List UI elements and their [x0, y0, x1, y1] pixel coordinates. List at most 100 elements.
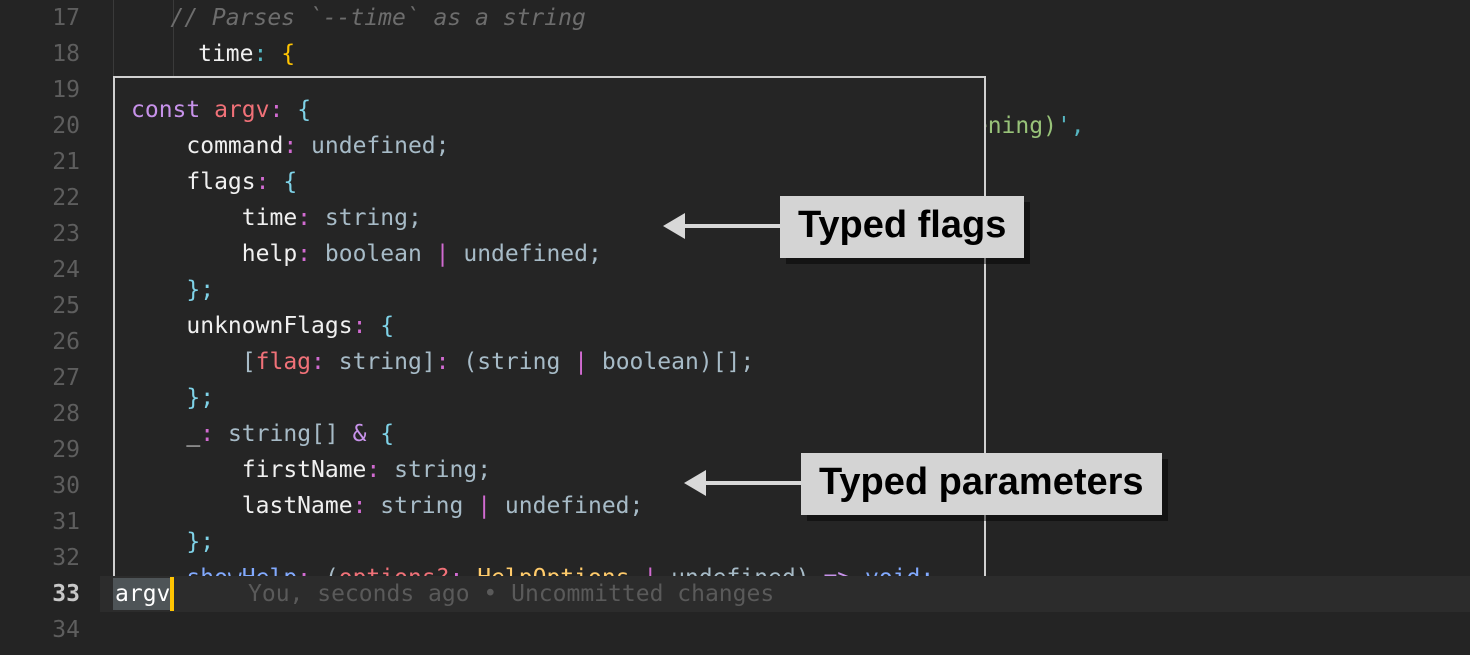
popup-line-9-token-2: : [200, 421, 228, 447]
code-line-17-token-0 [115, 5, 170, 31]
line-number-20: 20 [52, 113, 80, 139]
popup-line-4-token-1: help [241, 241, 298, 267]
line-number-19: 19 [52, 77, 80, 103]
popup-code-line-2: flags: { [131, 164, 297, 200]
popup-line-3-token-2: : [297, 205, 325, 231]
line-number-18: 18 [52, 41, 80, 67]
code-line-18-token-1: time [198, 41, 254, 67]
popup-line-7-token-4: string] [338, 349, 436, 375]
popup-line-11-token-0 [131, 493, 242, 519]
popup-line-7-token-2: flag [255, 349, 312, 375]
popup-line-9-token-6: { [380, 421, 395, 447]
popup-line-10-token-3: string; [394, 457, 492, 483]
popup-code-line-10: firstName: string; [131, 452, 491, 488]
popup-line-0-token-0: const [131, 97, 215, 123]
popup-line-4-token-4: | [435, 241, 450, 267]
line-number-21: 21 [52, 149, 80, 175]
popup-line-11-token-3: string [380, 493, 478, 519]
popup-line-10-token-1: firstName [241, 457, 367, 483]
popup-code-line-8: }; [131, 380, 214, 416]
popup-line-10-token-2: : [366, 457, 395, 483]
popup-line-7-token-8: boolean)[]; [588, 349, 755, 375]
arrow-head-icon [684, 470, 706, 496]
popup-line-6-token-3: { [380, 313, 395, 339]
arrow-shaft [705, 481, 801, 485]
popup-code-line-0: const argv: { [131, 92, 311, 128]
line-number-17: 17 [52, 5, 80, 31]
popup-code-line-3: time: string; [131, 200, 422, 236]
popup-line-9-token-1: _ [186, 421, 201, 447]
popup-line-5-token-0 [131, 277, 186, 303]
popup-line-4-token-0 [131, 241, 242, 267]
selected-token-argv[interactable]: argv [113, 578, 173, 610]
popup-code-line-7: [flag: string]: (string | boolean)[]; [131, 344, 754, 380]
popup-line-4-token-2: : [297, 241, 325, 267]
popup-line-11-token-4: | [477, 493, 492, 519]
popup-code-line-12: }; [131, 524, 214, 560]
popup-line-1-token-2: : [283, 133, 312, 159]
code-line-18-token-4: { [281, 41, 296, 67]
annotation-label-typed-parameters: Typed parameters [801, 453, 1162, 515]
popup-line-8-token-1: }; [186, 385, 215, 411]
popup-line-6-token-2: : [352, 313, 381, 339]
code-line-17: // Parses `--time` as a string [115, 0, 586, 36]
line-number-30: 30 [52, 473, 80, 499]
line-number-23: 23 [52, 221, 80, 247]
popup-line-3-token-0 [131, 205, 242, 231]
popup-line-7-token-7: | [574, 349, 589, 375]
popup-line-1-token-1: command [186, 133, 284, 159]
popup-line-2-token-3: { [283, 169, 298, 195]
text-caret [170, 577, 174, 611]
popup-line-12-token-1: }; [186, 529, 215, 555]
popup-line-0-token-2: : [269, 97, 298, 123]
arrow-shaft [684, 224, 780, 228]
line-number-24: 24 [52, 257, 80, 283]
line-number-27: 27 [52, 365, 80, 391]
popup-code-line-11: lastName: string | undefined; [131, 488, 644, 524]
code-line-18-token-0 [115, 41, 198, 67]
popup-line-5-token-1: }; [186, 277, 215, 303]
popup-line-9-token-0 [131, 421, 186, 447]
popup-code-line-6: unknownFlags: { [131, 308, 394, 344]
popup-line-12-token-0 [131, 529, 186, 555]
popup-line-3-token-3: string; [324, 205, 422, 231]
popup-line-11-token-1: lastName [241, 493, 353, 519]
popup-line-8-token-0 [131, 385, 186, 411]
line-number-26: 26 [52, 329, 80, 355]
popup-line-1-token-3: undefined; [311, 133, 450, 159]
code-line-18-token-2: : [253, 41, 268, 67]
popup-line-7-token-5: : [435, 349, 464, 375]
code-line-20-token-1: ' [1056, 113, 1071, 139]
line-number-31: 31 [52, 509, 80, 535]
popup-line-4-token-3: boolean [324, 241, 436, 267]
popup-line-11-token-5: undefined; [491, 493, 644, 519]
popup-line-9-token-5 [366, 421, 380, 447]
annotation-label-typed-flags: Typed flags [780, 196, 1025, 258]
code-line-18-token-3 [267, 41, 281, 67]
popup-line-7-token-1: [ [241, 349, 256, 375]
popup-line-0-token-3: { [297, 97, 312, 123]
line-number-25: 25 [52, 293, 80, 319]
popup-code-line-5: }; [131, 272, 214, 308]
popup-line-10-token-0 [131, 457, 242, 483]
popup-line-6-token-0 [131, 313, 186, 339]
line-number-33: 33 [52, 581, 80, 607]
code-line-17-token-1: // Parses `--time` as a string [170, 5, 586, 31]
popup-line-0-token-1: argv [214, 97, 270, 123]
popup-line-9-token-3: string[] [227, 421, 353, 447]
git-blame-annotation[interactable]: You, seconds ago • Uncommitted changes [248, 581, 775, 607]
popup-line-3-token-1: time [241, 205, 298, 231]
popup-line-7-token-0 [131, 349, 242, 375]
popup-line-4-token-5: undefined; [449, 241, 602, 267]
line-number-34: 34 [52, 617, 80, 643]
popup-line-2-token-1: flags [186, 169, 256, 195]
line-number-32: 32 [52, 545, 80, 571]
popup-line-2-token-2: : [255, 169, 284, 195]
arrow-head-icon [663, 213, 685, 239]
popup-code-line-1: command: undefined; [131, 128, 450, 164]
code-line-18: time: { [115, 36, 295, 72]
popup-code-line-4: help: boolean | undefined; [131, 236, 602, 272]
